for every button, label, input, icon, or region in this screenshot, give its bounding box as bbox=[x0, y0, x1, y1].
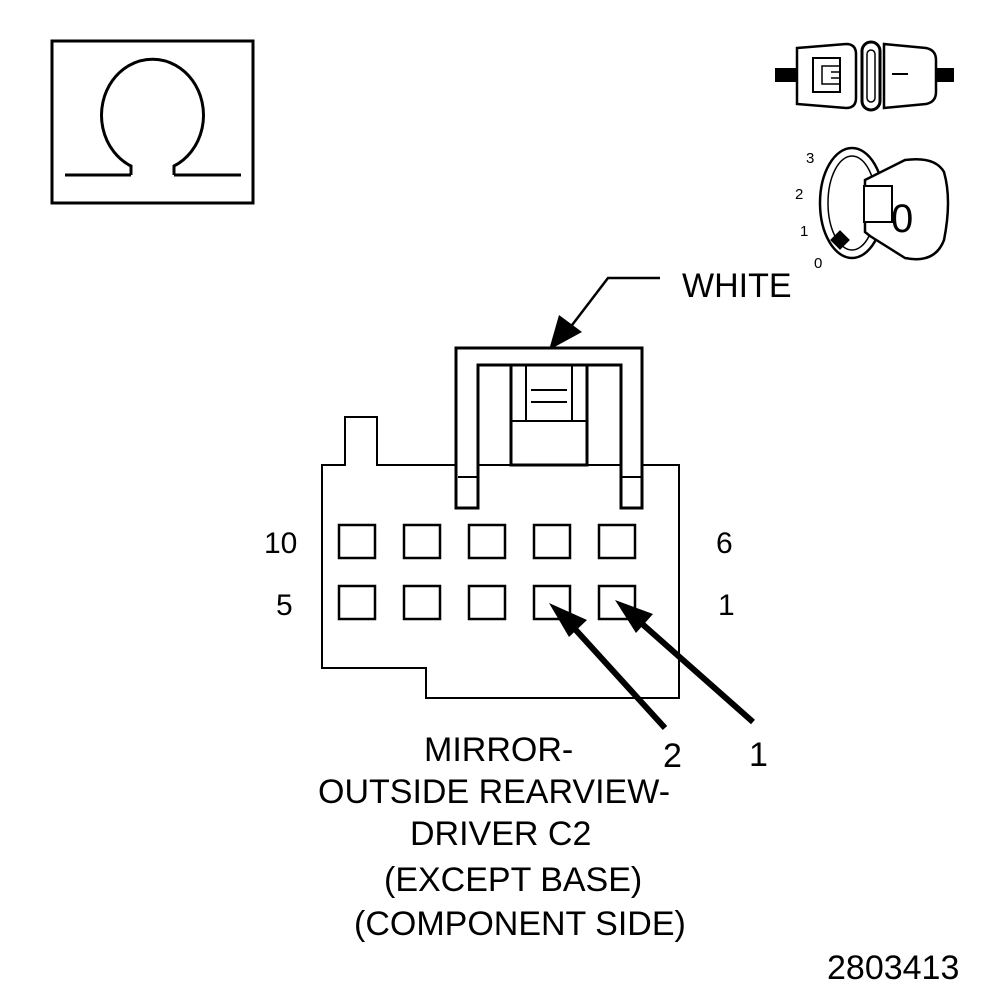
pin-cavity-5 bbox=[337, 584, 377, 621]
pin-cavity-4 bbox=[402, 584, 442, 621]
figure-number: 2803413 bbox=[827, 949, 959, 987]
dial-position-3: 3 bbox=[806, 150, 814, 167]
connector-color-label: WHITE bbox=[682, 267, 792, 305]
caption-line-4: (EXCEPT BASE) bbox=[384, 861, 642, 899]
dial-position-2: 2 bbox=[795, 186, 803, 203]
caption-line-5: (COMPONENT SIDE) bbox=[354, 905, 686, 943]
locking-tab bbox=[454, 346, 644, 510]
pin-cavity-10 bbox=[337, 523, 377, 560]
ohm-symbol-icon bbox=[50, 39, 255, 205]
disconnected-connector-icon bbox=[775, 40, 954, 112]
pin-cavity-3 bbox=[467, 584, 507, 621]
pin-cavity-7 bbox=[532, 523, 572, 560]
pin-cavity-2 bbox=[532, 584, 572, 621]
caption-line-3: DRIVER C2 bbox=[410, 815, 591, 853]
callout-label-2: 2 bbox=[663, 737, 682, 775]
pin-label-6: 6 bbox=[716, 527, 733, 560]
pin-label-10: 10 bbox=[264, 527, 297, 560]
key-position-label: 0 bbox=[891, 197, 913, 241]
pin-cavity-6 bbox=[597, 523, 637, 560]
ignition-key-off-icon: 3 2 1 0 0 bbox=[795, 146, 950, 272]
callout-arrow-pin-1 bbox=[615, 600, 755, 725]
pin-label-5: 5 bbox=[276, 589, 293, 622]
callout-arrow-pin-2 bbox=[549, 603, 668, 731]
pin-cavity-9 bbox=[402, 523, 442, 560]
pin-label-1: 1 bbox=[718, 589, 735, 622]
caption-line-1: MIRROR- bbox=[424, 731, 573, 769]
callout-label-1: 1 bbox=[749, 736, 768, 774]
dial-position-1: 1 bbox=[800, 223, 808, 240]
dial-position-0: 0 bbox=[814, 255, 822, 272]
pin-cavity-8 bbox=[467, 523, 507, 560]
color-callout: WHITE bbox=[549, 267, 792, 350]
caption-line-2: OUTSIDE REARVIEW- bbox=[318, 773, 670, 811]
connector-body bbox=[321, 346, 680, 699]
